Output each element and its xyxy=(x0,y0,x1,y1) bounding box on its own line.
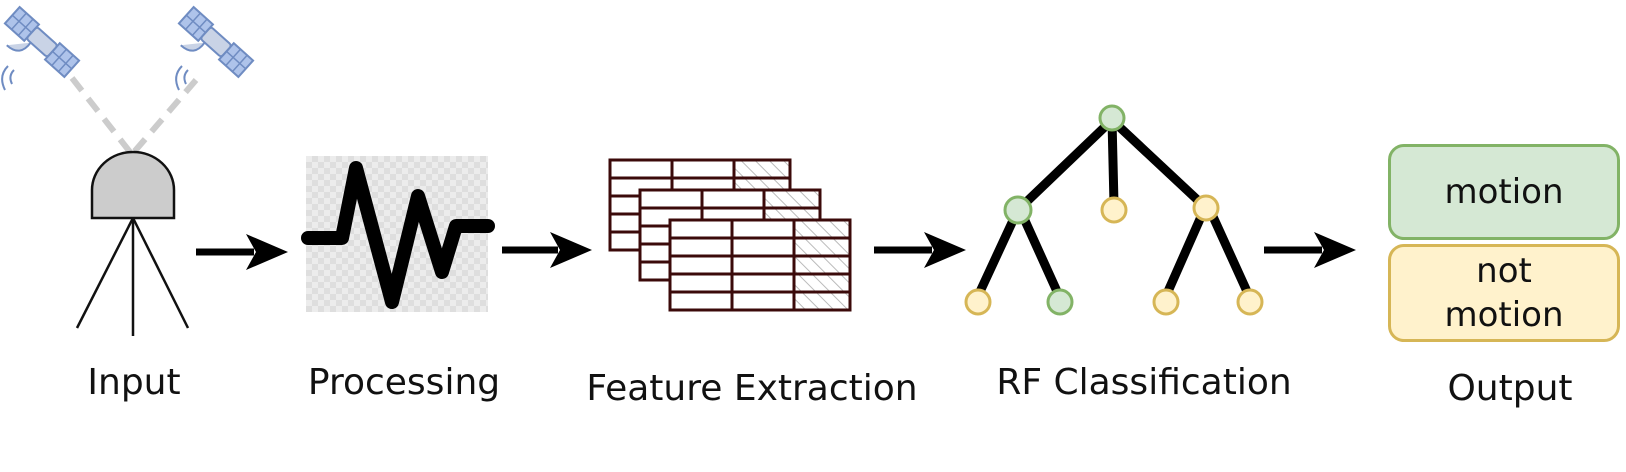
stage-label-rf-classification: RF Classification xyxy=(996,362,1292,403)
arrow-icon-3 xyxy=(874,232,966,268)
stage-label-output: Output xyxy=(1447,368,1573,409)
decision-tree-icon xyxy=(964,104,1264,316)
stage-label-input: Input xyxy=(87,362,181,403)
stage-label-processing: Processing xyxy=(307,362,501,403)
stage-label-feature-extraction: Feature Extraction xyxy=(586,368,918,409)
output-class-motion: motion xyxy=(1388,144,1620,240)
table-stack-icon xyxy=(608,158,852,312)
output-class-not-motion-label-line1: not xyxy=(1476,251,1532,291)
satellite-link-right xyxy=(131,78,199,154)
sensor-dome-icon xyxy=(75,150,190,336)
satellite-icon-left xyxy=(0,6,81,91)
table-icon-3 xyxy=(668,218,852,312)
output-class-motion-label: motion xyxy=(1444,172,1564,212)
output-class-not-motion-label-line2: motion xyxy=(1444,295,1564,335)
waveform-icon xyxy=(301,156,495,312)
arrow-icon-2 xyxy=(502,232,592,268)
satellite-link-left xyxy=(69,76,133,154)
arrow-icon-1 xyxy=(196,234,288,270)
arrow-icon-4 xyxy=(1264,232,1356,268)
output-class-not-motion: not motion xyxy=(1388,244,1620,342)
satellite-icon-right xyxy=(167,6,255,91)
